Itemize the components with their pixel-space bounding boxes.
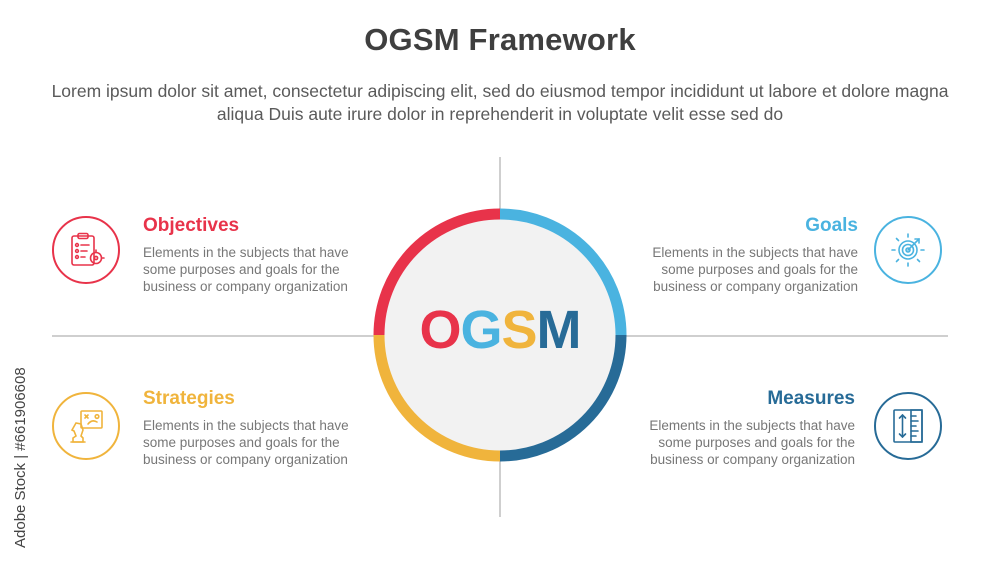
ogsm-letter-s: S (501, 300, 538, 360)
page-title: OGSM Framework (364, 22, 636, 57)
goals-icon-circle (874, 216, 942, 284)
ring-segment-goals (499, 208, 627, 336)
goals-description: Elements in the subjects that have some … (652, 245, 858, 294)
ring-segment-objectives (373, 208, 501, 336)
page-subtitle: Lorem ipsum dolor sit amet, consectetur … (51, 81, 949, 124)
goals-block: Goals Elements in the subjects that have… (638, 214, 858, 295)
strategies-description: Elements in the subjects that have some … (143, 418, 349, 467)
ring-segment-measures (499, 334, 627, 462)
objectives-description: Elements in the subjects that have some … (143, 245, 349, 294)
ogsm-letter-o: O (419, 300, 461, 360)
watermark-text: Adobe Stock | #661906608 (12, 367, 29, 548)
measures-icon-circle (874, 392, 942, 460)
clipboard-target-icon (71, 232, 105, 266)
ogsm-ring (373, 208, 627, 462)
ogsm-letter-m: M (536, 300, 582, 360)
strategies-title: Strategies (143, 388, 235, 409)
measures-title: Measures (767, 388, 855, 409)
measures-description: Elements in the subjects that have some … (649, 418, 855, 467)
chess-knight-board-icon (70, 410, 103, 443)
ruler-measure-icon (893, 409, 923, 443)
strategies-icon-circle (52, 392, 120, 460)
target-arrow-icon (891, 233, 925, 267)
goals-title: Goals (805, 215, 858, 236)
objectives-icon-circle (52, 216, 120, 284)
ogsm-letter-g: G (460, 300, 502, 360)
ring-center-fill (384, 219, 616, 451)
ring-segment-strategies (373, 334, 501, 462)
ogsm-center-label: OGSM (372, 297, 628, 363)
objectives-title: Objectives (143, 215, 240, 236)
objectives-block: Objectives Elements in the subjects that… (143, 214, 363, 295)
measures-block: Measures Elements in the subjects that h… (635, 387, 855, 468)
strategies-block: Strategies Elements in the subjects that… (143, 387, 363, 468)
watermark: Adobe Stock | #661906608 (8, 320, 32, 550)
